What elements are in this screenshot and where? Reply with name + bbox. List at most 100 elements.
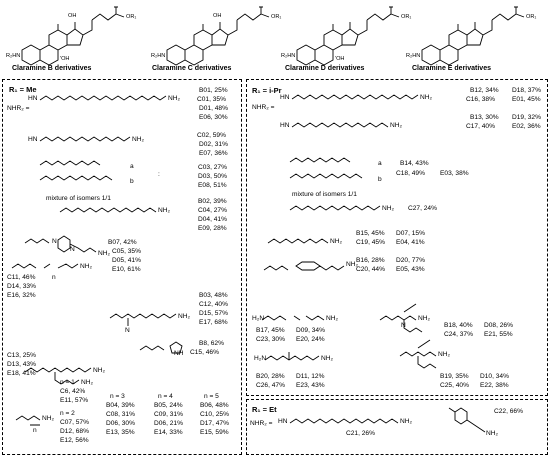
n-item: E11, 57% <box>60 397 89 404</box>
left-yield: D14, 33% <box>7 283 36 290</box>
right-yield: E21, 55% <box>484 331 513 338</box>
right-yield: E01, 45% <box>512 96 541 103</box>
left-yield: B8, 62% <box>199 340 224 347</box>
left-yield: E18, 41% <box>7 370 36 377</box>
n-item: D12, 68% <box>60 428 89 435</box>
right-hn-1: HN <box>280 94 290 101</box>
n-item: C07, 57% <box>60 419 89 426</box>
n-label: n = 3 <box>110 393 125 400</box>
right-h2n-b17: H₂N <box>252 315 265 322</box>
n-item: B06, 48% <box>200 402 229 409</box>
n-label: n = 5 <box>204 393 219 400</box>
right-a: a <box>378 160 382 167</box>
left-yield: D13, 43% <box>7 361 36 368</box>
left-nh2-pip: NH₂ <box>98 250 111 257</box>
structure-label-d: Claramine D derivatives <box>285 65 365 72</box>
left-nh2-1: NH₂ <box>168 95 181 102</box>
right-h2n-b20: H₂N <box>254 355 267 362</box>
right-mixture-label: mixture of isomers 1/1 <box>292 191 357 198</box>
right-yield: C23, 30% <box>256 336 285 343</box>
n-label: n = 1 <box>60 379 75 386</box>
left-yield: B01, 25% <box>199 87 228 94</box>
left-yield: E07, 36% <box>199 150 228 157</box>
claramine-e-structure <box>421 6 525 66</box>
n-item: C10, 25% <box>200 411 229 418</box>
right-yield: C19, 45% <box>356 239 385 246</box>
left-nh2-b03: NH₂ <box>178 313 191 320</box>
n-item: D06, 21% <box>154 420 183 427</box>
struct-c-r2n: R₂HN <box>151 53 166 59</box>
right-yield: D18, 37% <box>512 87 541 94</box>
bottom-nh2-pip: NH₂ <box>486 430 499 437</box>
left-n-pip-2: N <box>70 246 75 253</box>
left-yield: C13, 25% <box>7 352 36 359</box>
right-yield: C16, 38% <box>466 96 495 103</box>
right-yield: E03, 38% <box>440 170 469 177</box>
n-item: E13, 35% <box>106 429 135 436</box>
left-nh-imid: NH <box>174 350 184 357</box>
bottom-nhr2-label: NHR₂ = <box>250 420 273 427</box>
right-yield: C25, 40% <box>440 382 469 389</box>
right-yield: E04, 41% <box>396 239 425 246</box>
right-yield: C27, 24% <box>408 205 437 212</box>
right-nhr2-label: NHR₂ = <box>252 104 275 111</box>
left-yield: D15, 57% <box>199 310 228 317</box>
left-a-label: a <box>130 163 134 170</box>
right-nh2-2: NH₂ <box>390 122 403 129</box>
left-yield: E09, 28% <box>198 225 227 232</box>
right-yield: C20, 44% <box>356 266 385 273</box>
right-yield: D07, 15% <box>396 230 425 237</box>
right-yield: C24, 37% <box>444 331 473 338</box>
left-yield: C12, 40% <box>199 301 228 308</box>
left-n-chain-n: n <box>33 427 37 434</box>
left-n-b03: N <box>125 327 130 334</box>
right-yield: D08, 26% <box>484 322 513 329</box>
structure-label-b: Claramine B derivatives <box>12 65 92 72</box>
left-colon-mix: : <box>158 171 160 178</box>
right-yield: B17, 45% <box>256 327 285 334</box>
left-yield: C03, 27% <box>198 164 227 171</box>
right-nh2-b17: NH₂ <box>326 315 339 322</box>
left-yield: E08, 51% <box>198 182 227 189</box>
n-item: B05, 24% <box>154 402 183 409</box>
right-yield: E22, 38% <box>480 382 509 389</box>
right-yield: D10, 34% <box>480 373 509 380</box>
bottom-r1-label: R₁ = Et <box>252 405 277 414</box>
left-hn-2: HN <box>28 136 38 143</box>
struct-b-oh1: OH <box>68 13 77 19</box>
struct-d-r2n: R₂HN <box>281 53 296 59</box>
left-yield: B03, 48% <box>199 292 228 299</box>
struct-e-or1: OR₁ <box>526 14 537 20</box>
left-yield: C04, 27% <box>198 207 227 214</box>
right-r1-label: R₁ = i-Pr <box>252 86 282 95</box>
right-nh2-b15: NH₂ <box>330 238 343 245</box>
right-yield: B19, 35% <box>440 373 469 380</box>
left-hn-1: HN <box>28 95 38 102</box>
left-yield: E10, 61% <box>112 266 141 273</box>
left-b-label: b <box>130 178 134 185</box>
right-yield: B18, 40% <box>444 322 473 329</box>
claramine-d-structure <box>296 6 400 66</box>
right-yield: D11, 12% <box>296 373 325 380</box>
left-n-c11: n <box>52 274 56 281</box>
bottom-yield: C22, 66% <box>494 408 523 415</box>
left-nh2-c13: NH₂ <box>93 367 106 374</box>
structure-label-c: Claramine C derivatives <box>152 65 232 72</box>
struct-e-r2n: R₂HN <box>406 53 421 59</box>
n-item: D06, 30% <box>106 420 135 427</box>
bottom-yield: C21, 26% <box>346 430 375 437</box>
left-yield: E17, 68% <box>199 319 228 326</box>
right-yield: C17, 40% <box>466 123 495 130</box>
n-item: B04, 39% <box>106 402 135 409</box>
left-mixture-label: mixture of isomers 1/1 <box>46 195 111 202</box>
right-nh2-b20: NH₂ <box>321 355 334 362</box>
left-yield: D01, 48% <box>199 105 228 112</box>
left-yield: E16, 32% <box>7 292 36 299</box>
right-nh2-c27: NH₂ <box>382 205 395 212</box>
n-item: E14, 33% <box>154 429 183 436</box>
struct-b-or1: OR₁ <box>126 14 137 20</box>
right-yield: D19, 32% <box>512 114 541 121</box>
right-yield: E05, 43% <box>396 266 425 273</box>
